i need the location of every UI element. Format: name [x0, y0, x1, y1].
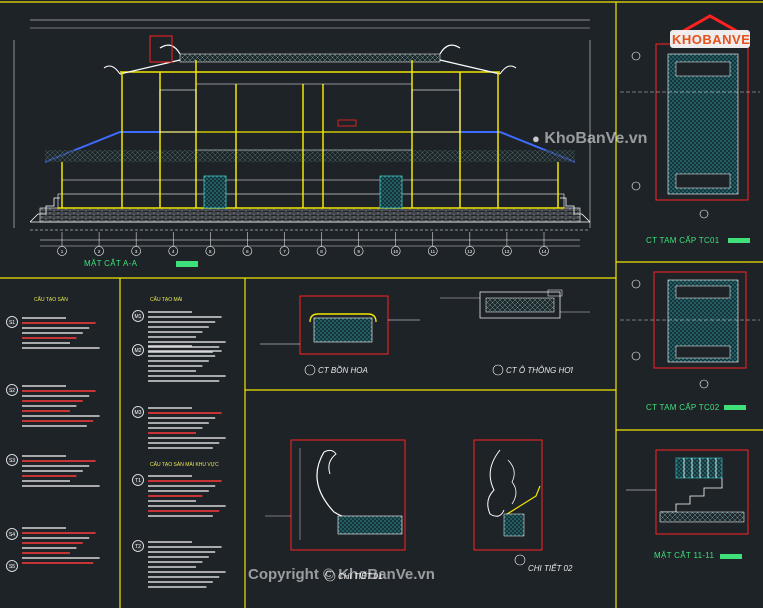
- watermark-brand-text: KhoBanVe.vn: [544, 130, 648, 147]
- axis-bubble: [168, 246, 179, 256]
- note-tag: [6, 454, 18, 466]
- note-tag: [132, 406, 144, 418]
- logo-text: KHOBANVE: [672, 32, 751, 47]
- axis-label: 12: [467, 249, 473, 254]
- vent-detail: [440, 289, 590, 376]
- planter-detail: [260, 295, 420, 376]
- brand-logo: KHOBANVE: [668, 12, 752, 50]
- axis-bubble: [94, 246, 104, 256]
- notes-left-heading: CẤU TẠO SÀN: [34, 297, 68, 303]
- note-tag-label: M3: [135, 410, 142, 416]
- axis-label: 1: [61, 249, 64, 254]
- watermark-brand: ● KhoBanVe.vn: [532, 130, 648, 147]
- axis-bubble: [465, 246, 475, 256]
- axis-label: 10: [393, 249, 399, 254]
- note-tag: [6, 560, 18, 572]
- axis-label: 7: [283, 249, 286, 254]
- stair-detail-tc02: [620, 271, 760, 410]
- detail-02: [473, 439, 543, 566]
- note-tag: [6, 316, 18, 328]
- stair-detail-tc01: [620, 43, 760, 243]
- axis-label: 13: [504, 249, 510, 254]
- axis-bubble: [242, 246, 253, 256]
- note-tag: [6, 384, 18, 396]
- axis-bubble: [502, 246, 512, 256]
- axis-bubble: [316, 246, 327, 256]
- axis-label: 6: [246, 249, 249, 254]
- axis-bubble: [131, 246, 141, 256]
- note-tag-label: T2: [135, 544, 141, 550]
- note-tag-label: M1: [135, 314, 142, 320]
- axis-label: 2: [98, 249, 101, 254]
- chi-tiet-01-title: CHI TIẾT 01: [338, 572, 383, 581]
- watermark-copyright: Copyright © KhoBanVe.vn: [248, 566, 435, 583]
- note-tag: [6, 528, 18, 540]
- note-tag: [132, 474, 144, 486]
- notes-mid-heading: CẤU TẠO MÁI: [150, 297, 183, 303]
- chi-tiet-02-title: CHI TIẾT 02: [528, 564, 573, 573]
- axis-label: 3: [135, 249, 138, 254]
- note-tag-label: S3: [9, 458, 15, 464]
- note-tag-label: T1: [135, 478, 141, 484]
- axis-label: 5: [209, 249, 212, 254]
- tam-cap-tc01-title: CT TAM CẤP TC01: [646, 236, 720, 245]
- detail-01: [265, 439, 406, 582]
- o-thong-hoi-title: CT Ô THÔNG HƠI: [506, 366, 573, 375]
- note-tag-label: S2: [9, 388, 15, 394]
- note-tag-label: S4: [9, 532, 15, 538]
- note-tag: [132, 344, 144, 356]
- section-a-a: [13, 19, 591, 247]
- mat-cat-11-title: MẶT CẮT 11-11: [654, 551, 715, 560]
- axis-bubble: [353, 246, 364, 256]
- notes-mid-heading-2: CẤU TẠO SÀN MÁI KHU VỰC: [150, 462, 219, 468]
- bon-hoa-title: CT BỒN HOA: [318, 366, 368, 375]
- axis-label: 8: [320, 249, 323, 254]
- note-tag-label: M2: [135, 348, 142, 354]
- note-tag-label: S5: [9, 564, 15, 570]
- axis-label: 4: [172, 249, 175, 254]
- axis-bubble: [279, 246, 290, 256]
- scale-bar: [176, 261, 198, 267]
- axis-label: 14: [541, 249, 547, 254]
- axis-label: 9: [357, 249, 360, 254]
- axis-bubble: [205, 246, 216, 256]
- section-a-a-title: MẶT CẮT A-A: [84, 259, 138, 268]
- axis-bubble: [390, 246, 401, 256]
- tam-cap-tc02-title: CT TAM CẤP TC02: [646, 403, 720, 412]
- note-tag-label: S1: [9, 320, 15, 326]
- axis-bubble: [57, 246, 67, 256]
- axis-label: 11: [430, 249, 435, 254]
- axis-bubble: [427, 246, 438, 256]
- axis-bubble: [539, 246, 549, 256]
- section-11-11: [626, 449, 749, 559]
- note-tag: [132, 540, 144, 552]
- note-tag: [132, 310, 144, 322]
